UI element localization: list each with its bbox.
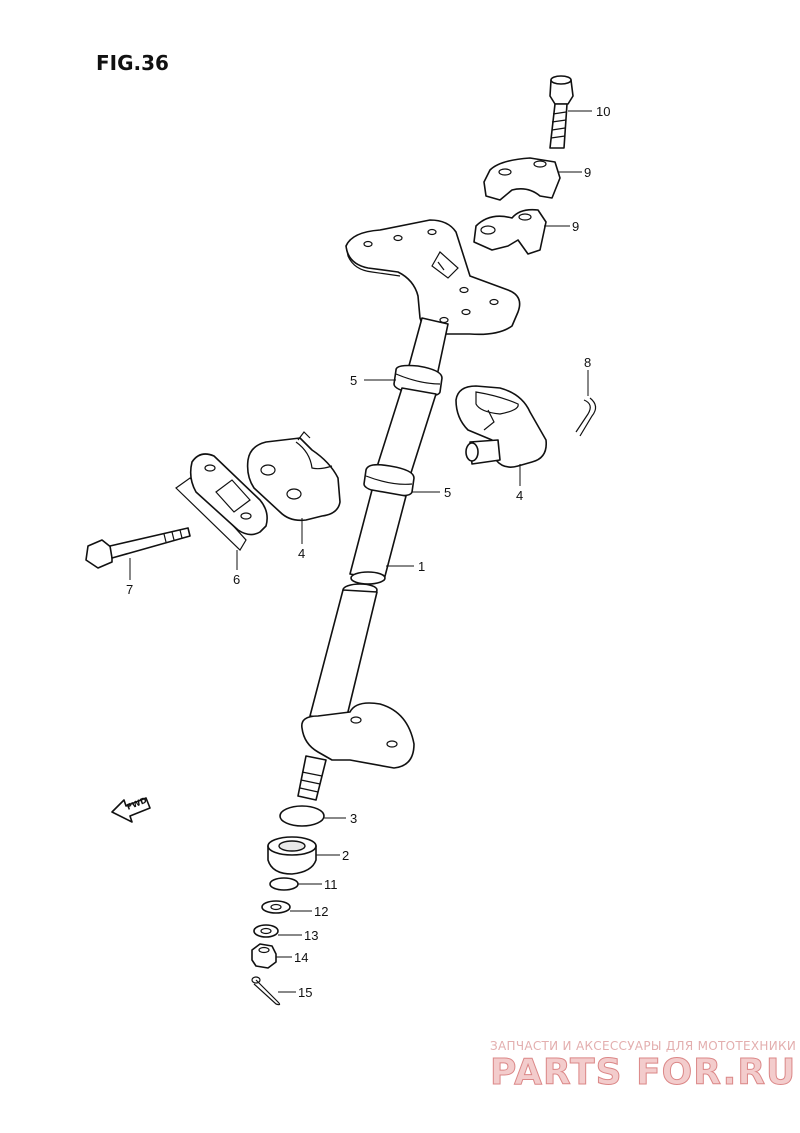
callout-12: 12 (314, 904, 328, 919)
callout-9-lower: 9 (572, 219, 579, 234)
callout-5-lower: 5 (444, 485, 451, 500)
part-6-plate (175, 453, 268, 551)
part-1-steering-shaft (297, 219, 521, 801)
callout-4-left: 4 (298, 546, 305, 561)
callout-10: 10 (596, 104, 610, 119)
callout-numbers: 10 9 9 5 5 1 4 4 6 7 8 3 2 11 12 13 14 1… (126, 104, 610, 1000)
callout-6: 6 (233, 572, 240, 587)
part-12-washer (261, 900, 291, 914)
callout-11: 11 (324, 877, 338, 892)
callout-14: 14 (294, 950, 308, 965)
part-9-lower-clamp (473, 208, 547, 255)
callout-7: 7 (126, 582, 133, 597)
leader-lines (129, 110, 592, 993)
part-14-nut (251, 943, 277, 969)
part-15-cotter-pin (251, 976, 281, 1006)
part-10-bolt (549, 75, 574, 149)
part-11-o-ring (269, 877, 299, 891)
watermark: ЗАПЧАСТИ И АКСЕССУАРЫ ДЛЯ МОТОТЕХНИКИ PA… (490, 1039, 796, 1094)
part-4-right-bracket (455, 385, 548, 468)
part-3-circlip (279, 805, 325, 827)
part-2-bushing (267, 836, 317, 875)
callout-15: 15 (298, 985, 312, 1000)
callout-5-upper: 5 (350, 373, 357, 388)
part-8-cotter-pin (575, 397, 597, 437)
part-7-bolt (85, 527, 191, 569)
fwd-arrow-icon: FWD (111, 796, 151, 823)
figure-title: FIG.36 (96, 51, 169, 75)
callout-8: 8 (584, 355, 591, 370)
part-9-upper-clamp (483, 157, 561, 201)
callout-2: 2 (342, 848, 349, 863)
callout-3: 3 (350, 811, 357, 826)
watermark-brand: PARTS FOR.RU (490, 1052, 796, 1093)
callout-4-right: 4 (516, 488, 523, 503)
part-13-washer (253, 924, 279, 938)
watermark-tagline: ЗАПЧАСТИ И АКСЕССУАРЫ ДЛЯ МОТОТЕХНИКИ (490, 1039, 796, 1053)
callout-1: 1 (418, 559, 425, 574)
callout-9-upper: 9 (584, 165, 591, 180)
callout-13: 13 (304, 928, 318, 943)
part-4-left-bracket (246, 431, 341, 522)
